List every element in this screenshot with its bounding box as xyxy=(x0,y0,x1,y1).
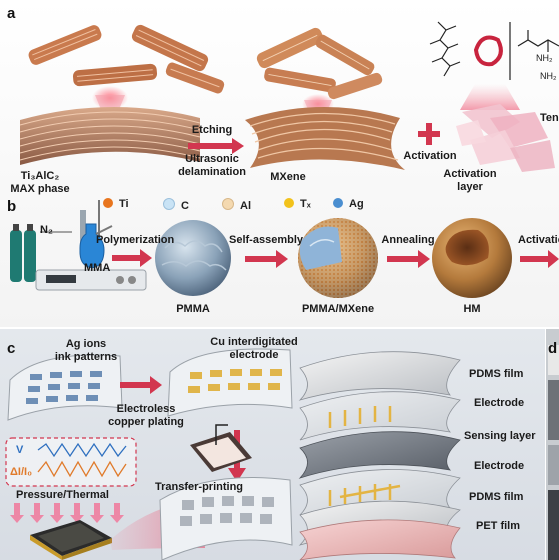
reaction-setup xyxy=(35,200,147,291)
legend-al: Al xyxy=(222,198,251,212)
layer-label-electrode-bottom: Electrode xyxy=(474,460,525,472)
panel-label-d: d xyxy=(548,340,558,357)
pmma-mxene-label: PMMA/MXene xyxy=(301,303,375,315)
etching-arrow xyxy=(188,138,244,154)
transfer-printing-device xyxy=(190,424,252,472)
legend-tx-swatch xyxy=(284,198,294,208)
plus-icon xyxy=(418,123,440,145)
layer-label-electrode-top: Electrode xyxy=(474,397,525,409)
legend-ag-swatch xyxy=(333,198,343,208)
legend-ti: Ti xyxy=(103,198,129,210)
hm-label: HM xyxy=(463,303,481,315)
max-phase-stack xyxy=(19,106,201,165)
cu-electrode-sheet xyxy=(167,348,293,417)
layer-label-pet: PET film xyxy=(476,520,521,532)
ag-ink-sheet xyxy=(7,354,123,421)
activation-truncated-label: Activatio xyxy=(518,234,559,246)
cu-electrode-label-1: Cu interdigitated xyxy=(210,336,298,348)
mma-label: MMA xyxy=(84,262,111,274)
layer-label-pdms-bottom: PDMS film xyxy=(469,491,524,503)
mxene-label: MXene xyxy=(270,171,306,183)
etching-label: Etching xyxy=(191,124,233,136)
legend-ti-swatch xyxy=(103,198,113,208)
mxene-flakes-top xyxy=(28,24,225,94)
polymerization-label: Polymerization xyxy=(96,234,175,246)
activation-layer-label-2: layer xyxy=(457,181,483,193)
ag-ions-label-1: Ag ions xyxy=(65,338,107,350)
activation-layer-sheets xyxy=(456,104,555,172)
exploded-layer-stack xyxy=(298,351,461,560)
legend-c-swatch xyxy=(163,198,175,210)
panel-label-b: b xyxy=(7,198,17,215)
legend-tx: Tₓ xyxy=(284,198,311,210)
transfer-printing-label: Transfer-printing xyxy=(155,481,244,493)
panel-label-c: c xyxy=(7,340,16,357)
chemical-structure xyxy=(429,21,559,80)
legend-c: C xyxy=(163,198,189,212)
truncated-label: Ten xyxy=(540,112,559,124)
annealing-label: Annealing xyxy=(381,234,435,246)
sensor-chip xyxy=(30,520,112,560)
ultrasonic-label: Ultrasonic xyxy=(185,153,239,165)
legend-al-swatch xyxy=(222,198,234,210)
electroless-label-2: copper plating xyxy=(108,416,184,428)
layer-label-pdms-top: PDMS film xyxy=(469,368,524,380)
n2-cylinders xyxy=(10,224,36,282)
panel-label-a: a xyxy=(7,5,16,22)
pressure-arrows xyxy=(10,503,124,523)
hm-sphere xyxy=(432,218,512,298)
legend-ag: Ag xyxy=(333,198,364,210)
activation-layer-label-1: Activation xyxy=(443,168,497,180)
delta-i-label: ΔI/I₀ xyxy=(10,466,33,478)
pmma-mxene-sphere xyxy=(298,218,378,298)
pmma-sphere xyxy=(155,220,231,296)
pressure-thermal-label: Pressure/Thermal xyxy=(16,489,109,501)
nh2-label: NH₂ xyxy=(536,53,553,63)
flexible-sensor-sheet xyxy=(159,477,293,560)
v-label: V xyxy=(16,444,24,456)
nh2-label-2: NH₂ xyxy=(540,71,557,81)
ag-ions-label-2: ink patterns xyxy=(54,351,118,363)
self-assembly-label: Self-assembly xyxy=(229,234,303,246)
mxene-sheets xyxy=(245,106,405,170)
mxene-flakes-mid xyxy=(256,27,383,100)
electroless-label-1: Electroless xyxy=(116,403,176,415)
activation-label: Activation xyxy=(403,150,457,162)
pmma-label: PMMA xyxy=(176,303,210,315)
cu-electrode-label-2: electrode xyxy=(229,349,279,361)
layer-label-sensing: Sensing layer xyxy=(464,430,536,442)
n2-label: N₂ xyxy=(40,224,53,236)
delamination-label: delamination xyxy=(178,166,246,178)
max-phase-label: MAX phase xyxy=(10,183,70,195)
max-phase-formula: Ti₃AlC₂ xyxy=(20,170,60,182)
